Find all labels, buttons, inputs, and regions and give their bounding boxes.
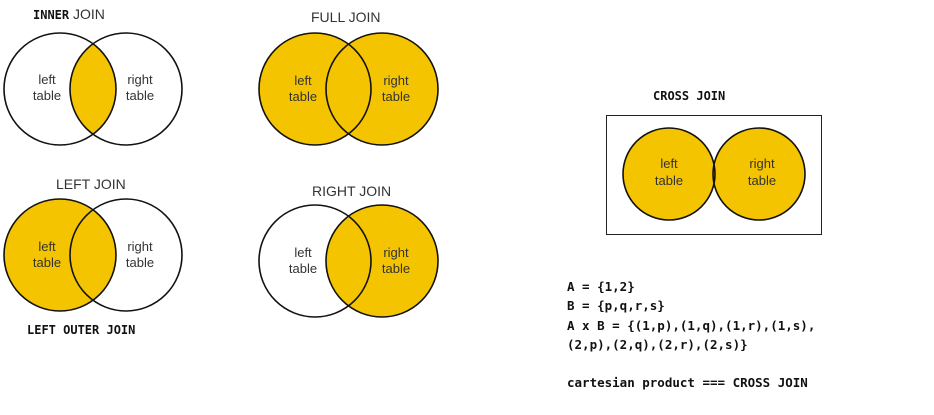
- left-right-label-1: right: [127, 239, 153, 254]
- inner-left-label-1: left: [38, 72, 56, 87]
- cross-join-diagram: left table right table: [622, 127, 806, 221]
- right-left-label-1: left: [294, 245, 312, 260]
- full-right-label-2: table: [382, 89, 410, 104]
- inner-right-label-1: right: [127, 72, 153, 87]
- right-right-label-1: right: [383, 245, 409, 260]
- left-outer-join-subtitle: LEFT OUTER JOIN: [27, 323, 136, 337]
- left-join-title: LEFT JOIN: [56, 176, 126, 192]
- note-line-cartesian: cartesian product === CROSS JOIN: [567, 375, 808, 390]
- right-right-circle: [326, 205, 438, 317]
- right-join-diagram: left table right table: [258, 204, 439, 318]
- right-left-label-2: table: [289, 261, 317, 276]
- note-line-set-b: B = {p,q,r,s}: [567, 298, 665, 313]
- cross-join-title: CROSS JOIN: [653, 89, 726, 103]
- full-join-diagram: left table right table: [258, 32, 439, 146]
- cross-join-frame: [606, 115, 822, 235]
- right-right-label-2: table: [382, 261, 410, 276]
- cross-right-label-1: right: [749, 156, 775, 171]
- cross-right-circle: [713, 128, 805, 220]
- left-left-circle: [4, 199, 116, 311]
- right-join-title: RIGHT JOIN: [312, 183, 392, 199]
- inner-join-diagram: left table right table: [3, 32, 183, 146]
- left-left-label-1: left: [38, 239, 56, 254]
- full-left-label-2: table: [289, 89, 317, 104]
- cross-left-label-1: left: [660, 156, 678, 171]
- inner-intersection: [70, 33, 116, 145]
- cross-left-label-2: table: [655, 173, 683, 188]
- inner-join-title-rest: JOIN: [69, 6, 105, 22]
- note-line-set-a: A = {1,2}: [567, 279, 635, 294]
- inner-right-label-2: table: [126, 88, 154, 103]
- full-right-circle: [326, 33, 438, 145]
- full-left-label-1: left: [294, 73, 312, 88]
- left-left-label-2: table: [33, 255, 61, 270]
- full-join-title: FULL JOIN: [311, 9, 381, 25]
- inner-join-title: INNER JOIN: [33, 6, 105, 22]
- cross-right-label-2: table: [748, 173, 776, 188]
- left-join-diagram: left table right table: [3, 198, 183, 312]
- note-line-product-1: A x B = {(1,p),(1,q),(1,r),(1,s),: [567, 318, 816, 333]
- inner-join-title-bold: INNER: [33, 8, 70, 22]
- full-right-label-1: right: [383, 73, 409, 88]
- cross-left-circle: [623, 128, 715, 220]
- inner-left-label-2: table: [33, 88, 61, 103]
- left-right-label-2: table: [126, 255, 154, 270]
- note-line-product-2: (2,p),(2,q),(2,r),(2,s)}: [567, 337, 748, 352]
